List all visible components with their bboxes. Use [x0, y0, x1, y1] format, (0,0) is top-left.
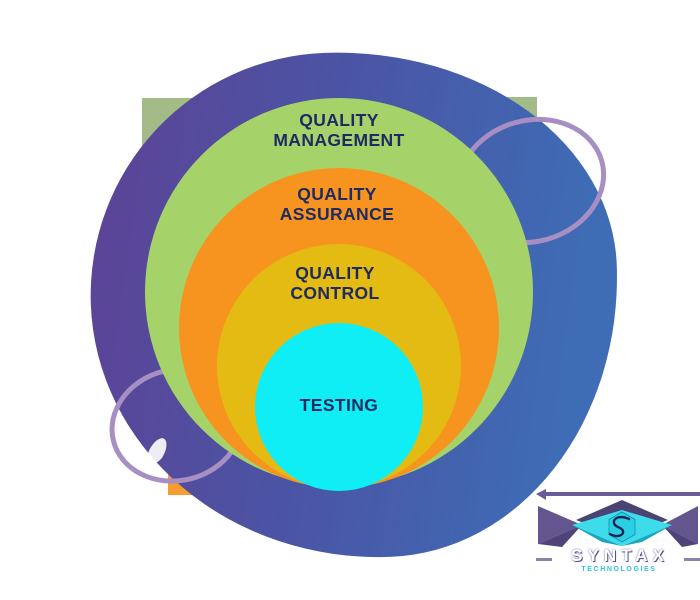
brand-logo: SYNTAX TECHNOLOGIES [536, 489, 700, 593]
logo-right-wing-icon [662, 506, 698, 544]
label-line: TESTING [299, 395, 379, 415]
label-testing: TESTING [239, 395, 439, 415]
logo-band-shadow-right-icon [622, 525, 672, 546]
label-line: MANAGEMENT [273, 130, 405, 150]
logo-left-wing-icon [538, 506, 582, 544]
logo-right-wing-shadow-icon [662, 525, 698, 547]
logo-bar-arrow-icon [536, 489, 546, 500]
logo-left-wing-shadow-icon [538, 525, 582, 547]
logo-underline-left [536, 558, 552, 561]
logo-band-shadow-left-icon [572, 525, 622, 546]
logo-emblem-icon [538, 500, 698, 547]
circle-testing [255, 323, 423, 491]
label-line: QUALITY [299, 110, 379, 130]
logo-brand-text: SYNTAX [571, 546, 669, 565]
label-line: ASSURANCE [279, 204, 395, 224]
label-line: CONTROL [290, 283, 380, 303]
logo-tagline-text: TECHNOLOGIES [581, 566, 657, 573]
label-quality-management: QUALITY MANAGEMENT [219, 110, 459, 150]
label-line: QUALITY [295, 263, 375, 283]
logo-s-glyph-icon [608, 515, 631, 538]
label-quality-control: QUALITY CONTROL [215, 263, 455, 303]
logo-underline-right [684, 558, 700, 561]
label-line: QUALITY [297, 184, 377, 204]
label-quality-assurance: QUALITY ASSURANCE [217, 184, 457, 224]
logo-top-bar [543, 492, 700, 496]
